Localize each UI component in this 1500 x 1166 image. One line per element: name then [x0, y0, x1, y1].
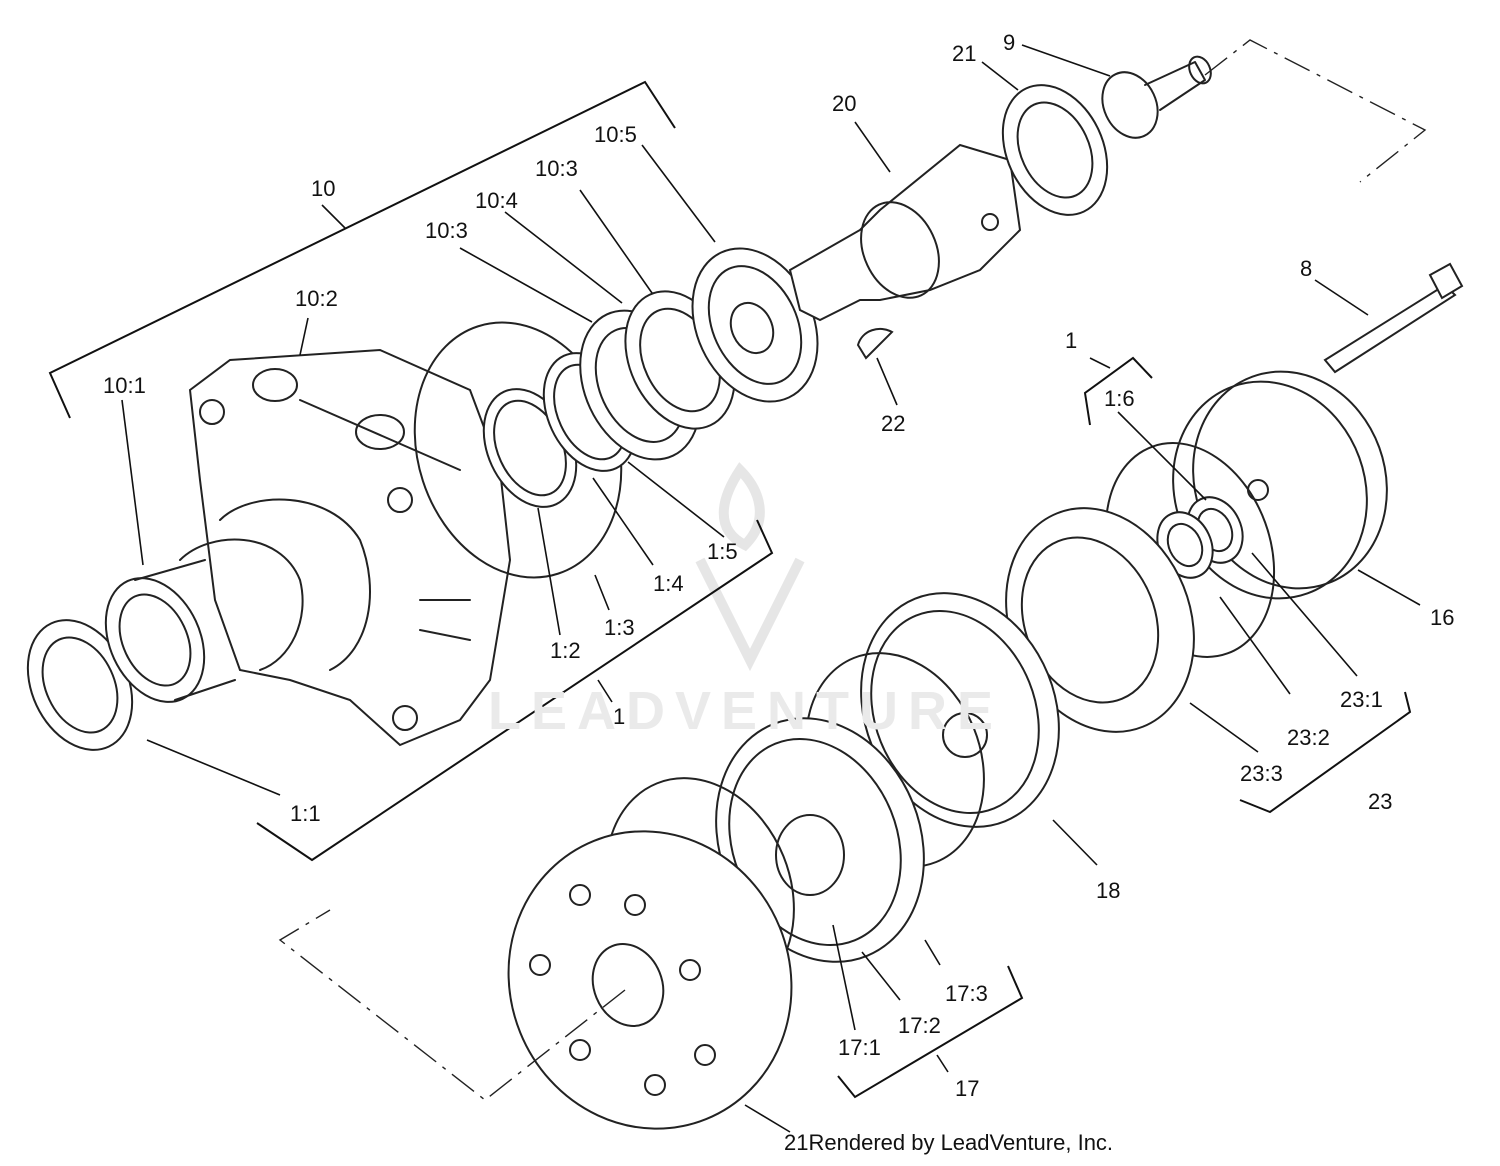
- bearing-10-1: [104, 559, 236, 703]
- leader-lines: [121, 44, 1421, 1133]
- assembly-line-top: [1204, 39, 1427, 183]
- valve-plate-18: [860, 592, 1060, 828]
- callout-10-4: 10:4: [475, 188, 518, 213]
- shaft-20: [788, 143, 1022, 322]
- bracket-17: [837, 965, 1024, 1099]
- callout-16: 16: [1430, 605, 1455, 630]
- end-cover-16: [1172, 370, 1388, 600]
- callout-1-1: 1:1: [290, 801, 321, 826]
- assembly-line-bottom: [278, 909, 626, 1101]
- coupling-21: [1001, 84, 1109, 216]
- callout-10-3-a: 10:3: [425, 218, 468, 243]
- callout-1-4: 1:4: [653, 571, 684, 596]
- callout-10-2: 10:2: [295, 286, 338, 311]
- callout-18: 18: [1096, 878, 1121, 903]
- callout-17-2: 17:2: [898, 1013, 941, 1038]
- callout-8: 8: [1300, 256, 1313, 281]
- callout-10-1: 10:1: [103, 373, 146, 398]
- callout-1-6: 1:6: [1104, 386, 1135, 411]
- callout-17: 17: [955, 1076, 980, 1101]
- callout-1-mid: 1: [613, 704, 626, 729]
- bolt-8: [1323, 262, 1464, 374]
- housing-10: [179, 348, 512, 747]
- callout-1-5: 1:5: [707, 539, 738, 564]
- bearing-10-5: [691, 247, 819, 403]
- bracket-1: [256, 519, 774, 862]
- callout-10-5: 10:5: [594, 122, 637, 147]
- callout-9: 9: [1003, 30, 1016, 55]
- callout-17-3: 17:3: [945, 981, 988, 1006]
- end-plate-21: [507, 830, 793, 1130]
- valve-17: [715, 717, 925, 963]
- callout-23-3: 23:3: [1240, 761, 1283, 786]
- bracket-1-top: [1083, 356, 1153, 426]
- callout-10-3-b: 10:3: [535, 156, 578, 181]
- render-credit: Rendered by LeadVenture, Inc.: [808, 1130, 1114, 1155]
- callout-1-3: 1:3: [604, 615, 635, 640]
- callout-17-1: 17:1: [838, 1035, 881, 1060]
- callout-23-2: 23:2: [1287, 725, 1330, 750]
- callout-21-bottom: 21: [784, 1130, 809, 1155]
- callout-23-1: 23:1: [1340, 687, 1383, 712]
- callout-1-2: 1:2: [550, 638, 581, 663]
- callout-1-top: 1: [1065, 328, 1078, 353]
- watermark-text: LEADVENTURE: [488, 681, 1004, 741]
- bracket-23: [1239, 691, 1412, 814]
- callout-10: 10: [311, 176, 336, 201]
- callout-21-top: 21: [952, 41, 977, 66]
- key-22: [856, 327, 894, 360]
- footer: 21Rendered by LeadVenture, Inc.: [784, 1130, 1113, 1156]
- watermark-logo: [695, 462, 805, 672]
- callout-20: 20: [832, 91, 857, 116]
- bracket-10: [48, 80, 676, 419]
- pinion-9: [1101, 55, 1212, 139]
- callout-22: 22: [881, 411, 906, 436]
- callout-23: 23: [1368, 789, 1393, 814]
